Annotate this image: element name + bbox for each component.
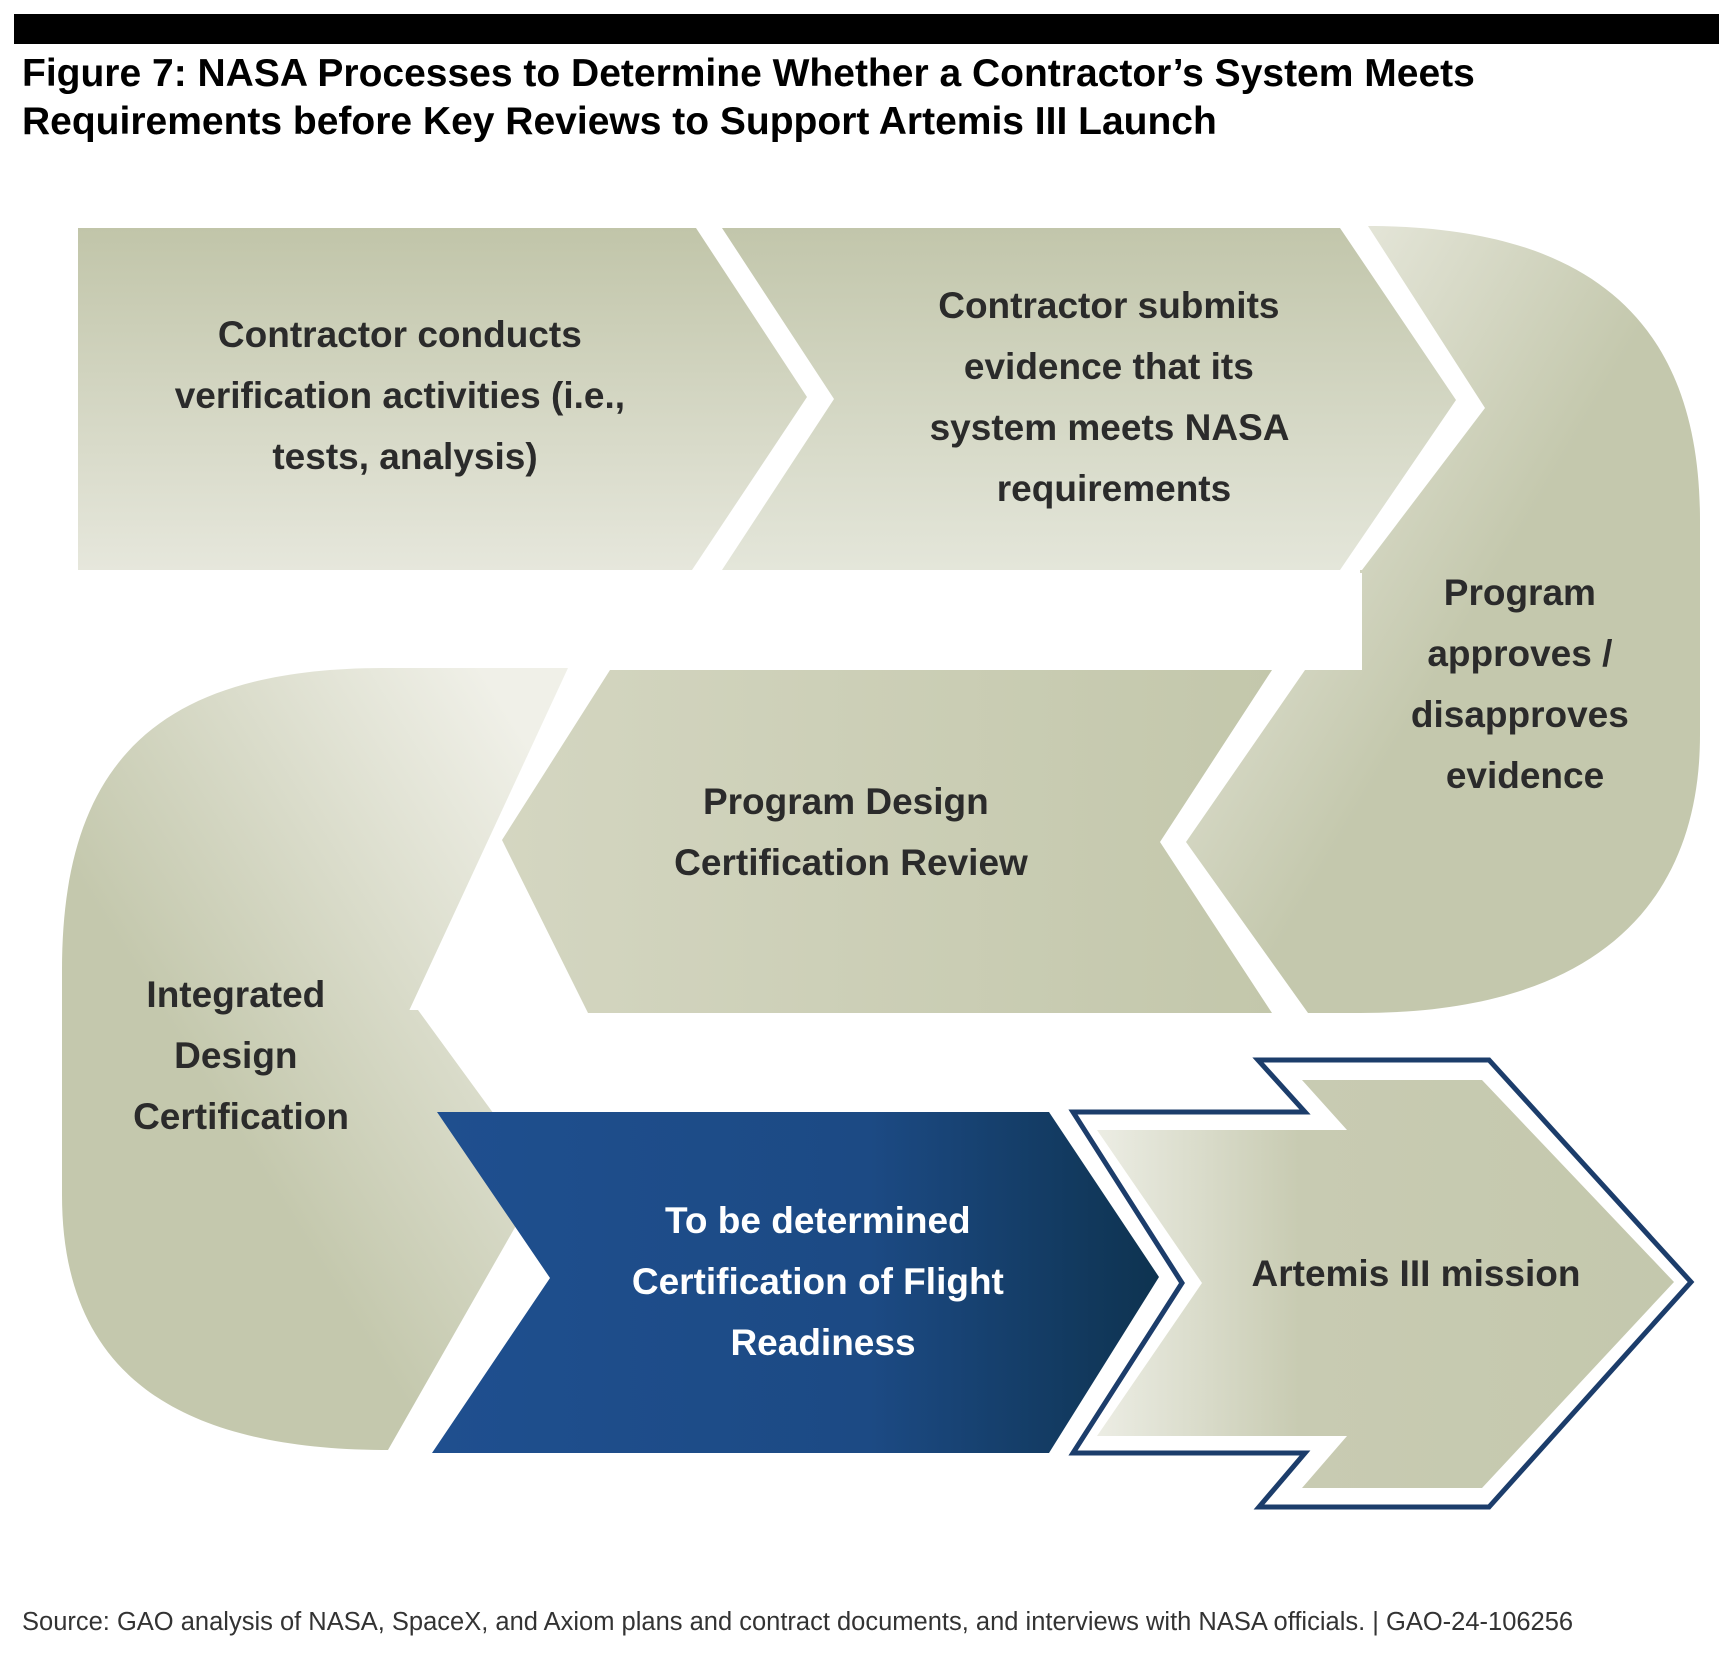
step-contractor-submits-label: Contractor submits evidence that its sys…	[930, 285, 1299, 509]
step-3-line-2: approves /	[1427, 633, 1612, 674]
step-program-design-certification-review-shape	[502, 670, 1272, 1013]
top-rule	[14, 14, 1719, 44]
step-5-line-2: Design	[174, 1035, 297, 1076]
step-2-line-2: evidence that its	[964, 346, 1254, 387]
step-integrated-design-certification-label: Integrated Design Certification	[133, 974, 349, 1137]
step-artemis-mission-shape	[1097, 1080, 1674, 1488]
step-1-line-3: tests, analysis)	[272, 436, 537, 477]
step-flight-readiness-label: To be determined Certification of Flight…	[632, 1200, 1014, 1363]
step-5-line-1: Integrated	[146, 974, 325, 1015]
figure-title-line-1: Figure 7: NASA Processes to Determine Wh…	[22, 52, 1475, 95]
step-integrated-design-certification-shape	[62, 668, 568, 1450]
source-note: Source: GAO analysis of NASA, SpaceX, an…	[22, 1608, 1574, 1636]
step-6-line-1: To be determined	[665, 1200, 971, 1241]
step-flight-readiness-shape	[432, 1112, 1159, 1453]
step-5-line-3: Certification	[133, 1096, 349, 1137]
step-2-line-1: Contractor submits	[938, 285, 1279, 326]
step-program-design-certification-review-label: Program Design Certification Review	[674, 781, 1028, 883]
step-2-line-4: requirements	[997, 468, 1231, 509]
step-contractor-submits-shape	[722, 228, 1456, 570]
figure-title: Figure 7: NASA Processes to Determine Wh…	[22, 50, 1712, 146]
step-2-line-3: system meets NASA	[930, 407, 1289, 448]
step-7-line-1: Artemis III mission	[1252, 1253, 1581, 1294]
step-program-approves-shape	[1186, 226, 1700, 1013]
step-6-line-3: Readiness	[730, 1322, 915, 1363]
step-3-line-4: evidence	[1446, 755, 1604, 796]
figure-title-line-2: Requirements before Key Reviews to Suppo…	[22, 100, 1217, 143]
step-6-line-2: Certification of Flight	[632, 1261, 1004, 1302]
step-3-line-1: Program	[1444, 572, 1596, 613]
step-4-line-1: Program Design	[703, 781, 989, 822]
step-contractor-conducts-label: Contractor conducts verification activit…	[175, 314, 636, 477]
step-contractor-conducts-shape	[78, 228, 807, 570]
step-1-line-1: Contractor conducts	[218, 314, 582, 355]
step-1-line-2: verification activities (i.e.,	[175, 375, 625, 416]
step-artemis-mission-outline	[1068, 1057, 1695, 1510]
step-4-line-2: Certification Review	[674, 842, 1028, 883]
step-3-line-3: disapproves	[1411, 694, 1629, 735]
step-artemis-mission-label: Artemis III mission	[1252, 1253, 1581, 1294]
step-program-approves-label: Program approves / disapproves evidence	[1411, 572, 1639, 796]
